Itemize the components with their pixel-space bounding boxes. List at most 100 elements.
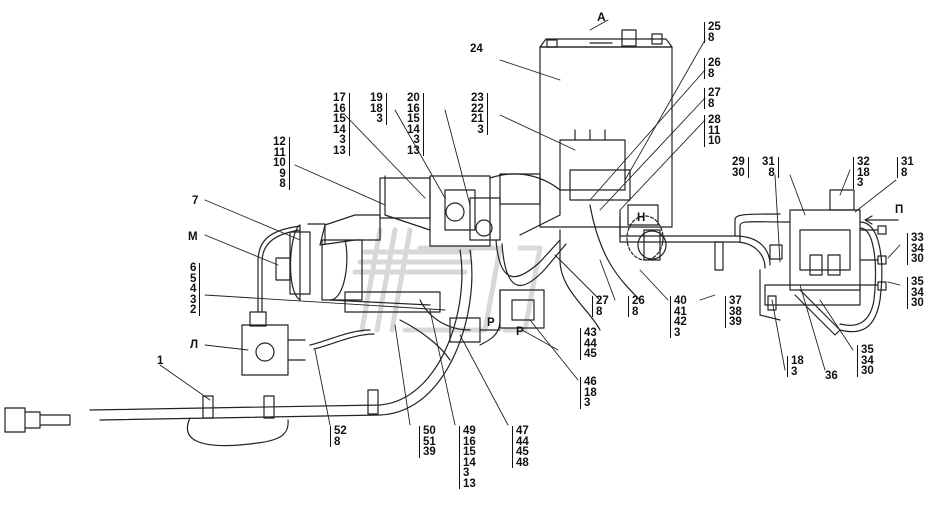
leader-lines <box>159 19 901 426</box>
callout-29: 29 30 <box>732 157 749 178</box>
callout-line: 36 <box>825 370 838 382</box>
callout-32: 32 18 3 <box>853 157 870 189</box>
callout-line: 23 <box>471 92 484 104</box>
callout-line: 14 <box>463 456 476 469</box>
hydraulic-tank <box>539 29 673 228</box>
callout-line: 3 <box>674 326 681 339</box>
callout-line: 3 <box>190 293 197 306</box>
callout-line: 7 <box>192 195 199 207</box>
callout-line: 39 <box>729 316 742 328</box>
callout-line: 22 <box>471 102 484 115</box>
callout-line: 14 <box>407 123 420 136</box>
callout-line: 3 <box>857 177 864 189</box>
callout-line: 13 <box>333 144 346 157</box>
callout-26b: 26 8 <box>628 296 645 317</box>
callout-50: 50 51 39 <box>419 426 436 458</box>
callout-line: 27 <box>708 87 721 99</box>
callout-line: 12 <box>273 136 286 148</box>
callout-33: 33 34 30 <box>907 233 924 265</box>
callout-line: 30 <box>732 166 745 179</box>
callout-line: 43 <box>584 327 597 339</box>
callout-line: 3 <box>584 397 591 409</box>
callout-m: М <box>188 231 198 243</box>
callout-line: 4 <box>190 283 197 295</box>
callout-line: 45 <box>516 446 529 458</box>
callout-line: 8 <box>279 178 286 190</box>
callout-line: 8 <box>768 166 775 179</box>
callout-line: 44 <box>584 337 597 350</box>
callout-line: 11 <box>708 124 721 137</box>
callout-line: 10 <box>708 135 721 147</box>
callout-line: 48 <box>516 456 529 469</box>
callout-26a: 26 8 <box>704 58 721 79</box>
rear-cylinder-assembly <box>275 214 441 313</box>
callout-49: 49 16 15 14 3 13 <box>459 426 476 489</box>
callout-line: 8 <box>334 435 341 448</box>
callout-18: 18 3 <box>787 356 804 377</box>
callout-24-line: 24 <box>470 43 483 55</box>
detail-mark-n <box>626 215 664 261</box>
callout-line: 32 <box>857 156 870 168</box>
callout-line: 19 <box>370 92 383 104</box>
callout-n: Н <box>637 212 646 224</box>
callout-line: 41 <box>674 305 687 318</box>
callout-31b: 31 8 <box>897 157 914 178</box>
callout-line: 15 <box>333 113 346 125</box>
callout-line: 39 <box>423 446 436 458</box>
callout-line: 21 <box>471 113 484 125</box>
callout-line: 35 <box>911 276 924 288</box>
callout-31a: 31 8 <box>762 157 779 178</box>
callout-line: 8 <box>901 166 908 179</box>
callout-line: 8 <box>596 305 603 318</box>
callout-37: 37 38 39 <box>725 296 742 328</box>
callout-line: 20 <box>407 92 420 104</box>
callout-12: 12 11 10 9 8 <box>273 137 290 190</box>
callout-25: 25 8 <box>704 22 721 43</box>
callout-line: 40 <box>674 295 687 307</box>
callout-line: 45 <box>584 348 597 360</box>
callout-line: 8 <box>708 31 715 44</box>
callout-line: Н <box>637 212 646 224</box>
callout-line: 30 <box>861 365 874 377</box>
callout-line: 29 <box>732 156 745 168</box>
callout-r1: Р <box>487 317 495 329</box>
callout-line: 47 <box>516 425 529 437</box>
callout-line: 18 <box>370 102 383 115</box>
callout-28: 28 11 10 <box>704 115 721 147</box>
callout-47: 47 44 45 48 <box>512 426 529 468</box>
callout-line: 30 <box>911 253 924 265</box>
callout-line: Р <box>487 317 495 329</box>
callout-line: 3 <box>376 113 383 125</box>
callout-line: П <box>895 204 904 216</box>
callout-line: 42 <box>674 316 687 328</box>
callout-line: 6 <box>190 262 197 274</box>
callout-36: 36 <box>825 370 838 382</box>
callout-17: 17 16 15 14 3 13 <box>333 93 350 156</box>
control-valve <box>449 289 545 343</box>
callout-7: 7 <box>192 195 199 207</box>
callout-line: 16 <box>463 435 476 448</box>
callout-line: 37 <box>729 295 742 307</box>
callout-40: 40 41 42 3 <box>670 296 687 338</box>
callout-line: Р <box>516 326 524 338</box>
callout-line: 49 <box>463 425 476 437</box>
callout-line: 31 <box>901 156 914 168</box>
callout-line: 1 <box>157 355 164 367</box>
callout-line: 33 <box>911 232 924 244</box>
pump-assembly <box>379 173 561 247</box>
callout-l: Л <box>190 339 198 351</box>
callout-43: 43 44 45 <box>580 328 597 360</box>
callout-line: 18 <box>584 386 597 399</box>
callout-line: 8 <box>708 67 715 80</box>
callout-line: 10 <box>273 157 286 169</box>
callout-line: 50 <box>423 425 436 437</box>
callout-line: 15 <box>463 446 476 458</box>
callout-line: 13 <box>407 144 420 157</box>
callout-27a: 27 8 <box>704 88 721 109</box>
callout-line: 9 <box>279 167 286 180</box>
callout-24: 24 <box>470 43 483 55</box>
callout-line: 11 <box>273 146 286 159</box>
lower-left-cylinder <box>241 311 306 376</box>
view-letter-label: А <box>597 10 606 24</box>
